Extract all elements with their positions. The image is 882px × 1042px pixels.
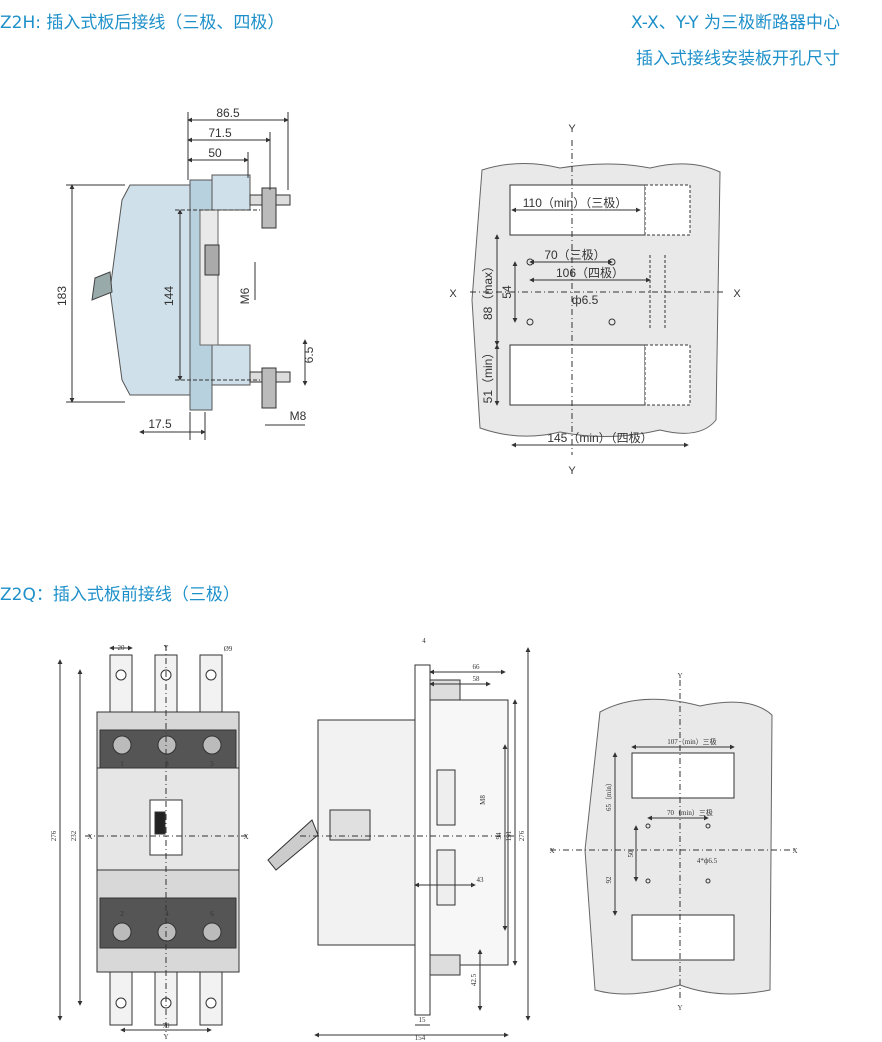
z2h-side-view xyxy=(66,112,308,440)
heading-z2q: Z2Q：插入式板前接线（三极） xyxy=(0,585,240,605)
dim-17-5: 17.5 xyxy=(148,417,172,431)
dim-154: 154 xyxy=(415,1034,426,1042)
axis-x-cut-right: X xyxy=(792,847,797,855)
dim-144: 144 xyxy=(162,286,176,306)
dim-86-5: 86.5 xyxy=(216,106,240,120)
axis-y-front-bottom: Y xyxy=(163,1033,168,1041)
axis-x-front-right: X xyxy=(243,833,248,841)
axis-x-left: X xyxy=(449,288,457,300)
axis-y-bottom: Y xyxy=(568,465,576,477)
dim-276-side: 276 xyxy=(518,830,526,841)
axis-y-top: Y xyxy=(568,123,576,135)
z2q-cutout-plate xyxy=(550,680,795,1000)
dim-88: 88（max） xyxy=(481,260,495,320)
dim-66: 66 xyxy=(473,663,481,671)
dim-70: 70（三极） xyxy=(544,248,605,262)
dim-holes: 4*ф6.5 xyxy=(697,857,718,865)
dim-50-cut: 50 xyxy=(627,850,635,858)
z2q-side-view xyxy=(267,647,531,1038)
dim-15: 15 xyxy=(419,1016,427,1024)
heading-z2h: Z2H: 插入式板后接线（三极、四极） xyxy=(0,13,285,33)
axis-y-cut-bottom: Y xyxy=(677,1004,682,1012)
dim-58: 58 xyxy=(473,675,481,683)
terminal-label: 6 xyxy=(210,910,214,918)
z2h-cutout-plate xyxy=(470,140,725,455)
dim-70-front: 70 xyxy=(163,1022,171,1030)
dim-51: 51（min） xyxy=(481,347,495,404)
terminal-label: 2 xyxy=(120,910,124,918)
dim-50: 50 xyxy=(208,146,222,160)
axis-y-front-top: Y xyxy=(163,644,168,652)
dim-232: 232 xyxy=(70,830,78,841)
dim-m6: M6 xyxy=(238,287,252,304)
dim-4: 4 xyxy=(422,637,426,645)
terminal-label: 4 xyxy=(165,910,169,918)
heading-xy-center: X-X、Y-Y 为三极断路器中心 xyxy=(630,13,840,33)
axis-y-cut-top: Y xyxy=(677,672,682,680)
axis-x-right: X xyxy=(733,288,741,300)
dim-65: 65（min） xyxy=(605,779,613,811)
dim-183: 183 xyxy=(55,286,69,306)
dim-191: 191 xyxy=(505,830,513,841)
dim-6-5: 6.5 xyxy=(302,346,316,363)
dim-106: 106（四极） xyxy=(556,266,624,280)
dim-42-5: 42.5 xyxy=(470,973,478,986)
dim-70-cut: 70（min）三极 xyxy=(667,808,713,817)
heading-cutout: 插入式接线安装板开孔尺寸 xyxy=(636,49,840,69)
terminal-label: 1 xyxy=(120,760,124,768)
dim-phi-6-5: ф6.5 xyxy=(572,293,599,307)
dim-43: 43 xyxy=(477,876,485,884)
dim-92: 92 xyxy=(605,876,613,884)
terminal-label: 3 xyxy=(165,760,169,768)
dim-276-front: 276 xyxy=(50,830,58,841)
terminal-label: 5 xyxy=(210,760,214,768)
dim-145: 145（min）（四极） xyxy=(547,431,652,445)
dim-54: 54 xyxy=(500,285,514,299)
dim-phi-9: Ø9 xyxy=(224,645,233,653)
dim-107: 107（min）三极 xyxy=(667,737,716,746)
axis-x-cut-left: X xyxy=(549,847,554,855)
z2q-front-view xyxy=(57,645,250,1035)
dim-110: 110（min）（三极） xyxy=(523,196,627,210)
axis-x-front-left: X xyxy=(87,833,92,841)
dim-94: 94 xyxy=(495,832,503,840)
dim-71-5: 71.5 xyxy=(208,126,232,140)
dim-m8-side: M8 xyxy=(479,795,487,805)
dim-20: 20 xyxy=(118,644,126,652)
dim-m8: M8 xyxy=(290,409,307,423)
